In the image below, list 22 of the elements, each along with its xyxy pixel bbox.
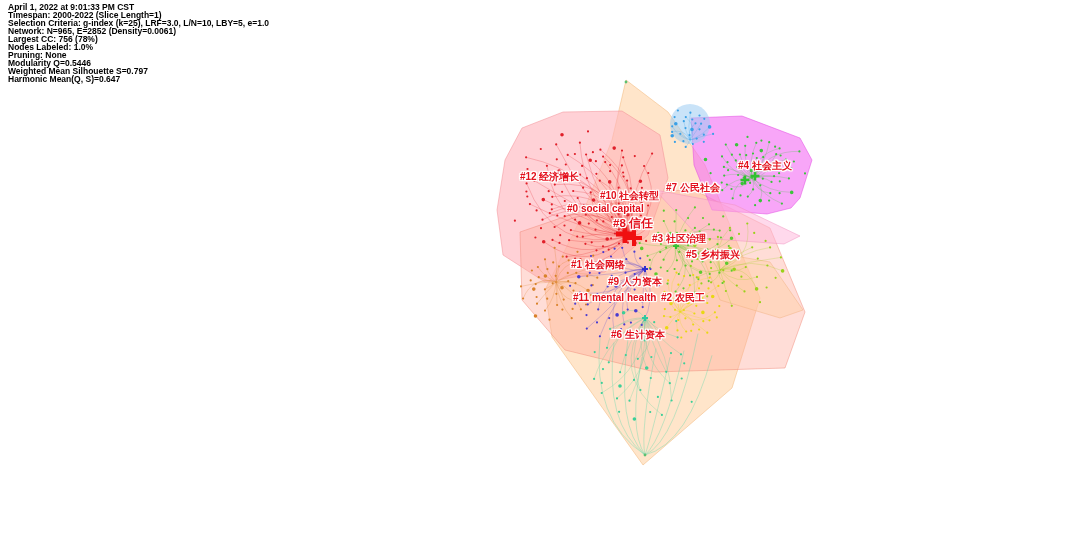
cluster-label: #11 mental health — [573, 292, 657, 304]
cluster-label: #0 social capital — [567, 203, 644, 215]
cluster-label: #2 农民工 — [661, 292, 705, 304]
largest-component-text: Largest CC: 756 (78%) — [8, 35, 98, 43]
pruning-text: Pruning: None — [8, 51, 67, 59]
cluster-label: #3 社区治理 — [652, 233, 706, 245]
timespan-text: Timespan: 2000-2022 (Slice Length=1) — [8, 11, 162, 19]
network-stats-text: Network: N=965, E=2852 (Density=0.0061) — [8, 27, 176, 35]
cluster-label: #5 乡村振兴 — [686, 249, 740, 261]
cluster-label: #4 社会主义 — [738, 160, 792, 172]
silhouette-text: Weighted Mean Silhouette S=0.797 — [8, 67, 148, 75]
cluster-label: #9 人力资本 — [608, 276, 662, 288]
cluster-label: #12 经济增长 — [520, 171, 580, 183]
date-time-text: April 1, 2022 at 9:01:33 PM CST — [8, 3, 135, 11]
nodes-labeled-text: Nodes Labeled: 1.0% — [8, 43, 94, 51]
cluster-label: #8 信任 — [613, 217, 653, 229]
selection-criteria-text: Selection Criteria: g-index (k=25), LRF=3.0, L/N=10, LBY=5, e=1.0 — [8, 19, 269, 27]
cluster-label: #10 社会转型 — [600, 190, 660, 202]
modularity-text: Modularity Q=0.5446 — [8, 59, 91, 67]
harmonic-mean-text: Harmonic Mean(Q, S)=0.647 — [8, 75, 121, 83]
cluster-label: #6 生计资本 — [611, 329, 665, 341]
cluster-label: #7 公民社会 — [666, 182, 720, 194]
